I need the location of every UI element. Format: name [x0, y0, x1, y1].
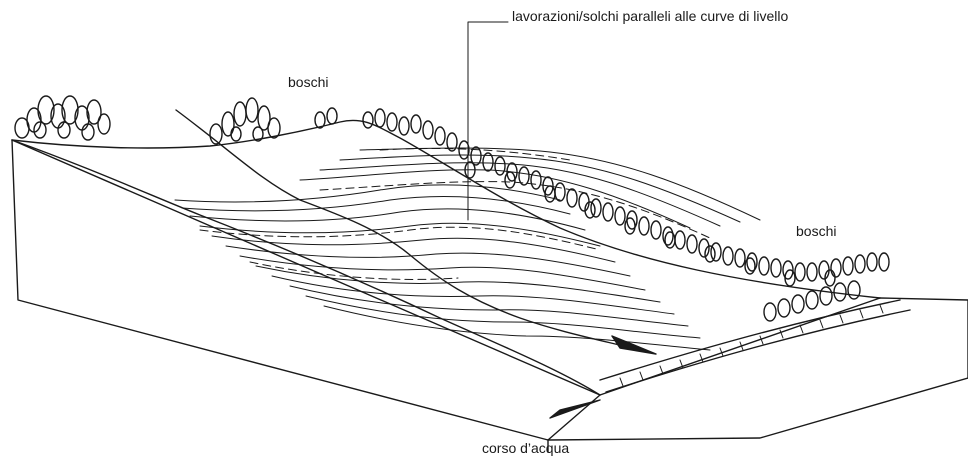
valley-floor-front-edge [548, 378, 968, 440]
watercourse-label: corso d’acqua [482, 440, 569, 456]
drainage-arrow-head [612, 336, 656, 354]
woods-label-top: boschi [288, 74, 328, 90]
woods-valley [764, 281, 860, 321]
furrows-label: lavorazioni/solchi paralleli alle curve … [512, 8, 788, 24]
woods-label-right: boschi [796, 223, 836, 239]
watercourse-bank-upper [600, 300, 900, 380]
valley-floor-right-edge [880, 298, 968, 378]
woods-left [15, 96, 110, 140]
